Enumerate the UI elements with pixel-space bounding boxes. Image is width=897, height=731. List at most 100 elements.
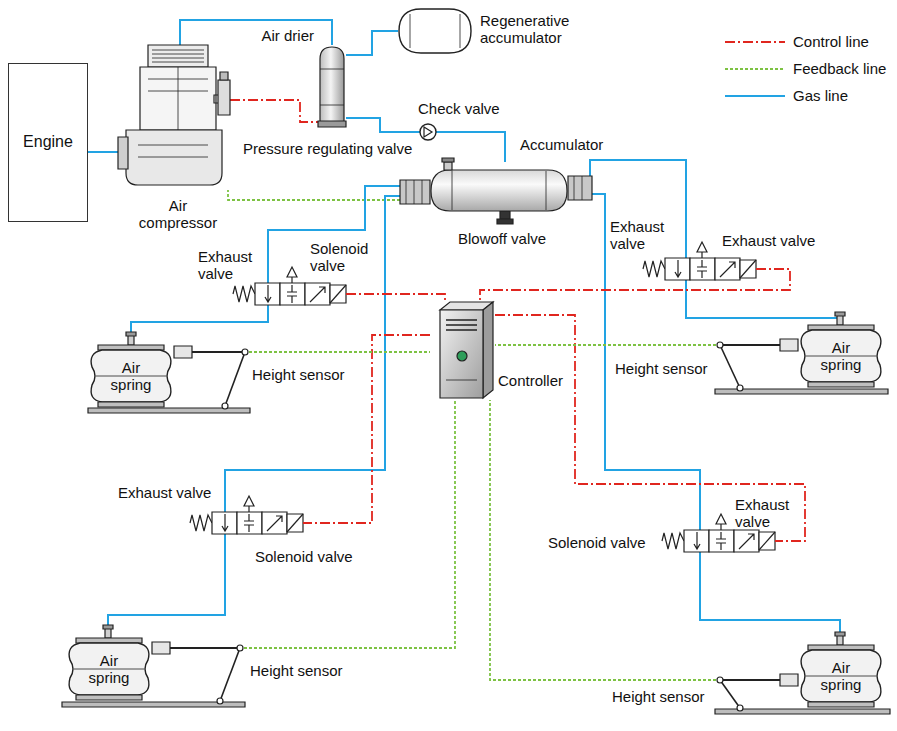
- server-front: [440, 310, 483, 398]
- tank-shell: [431, 170, 567, 211]
- node-text: Air spring: [81, 652, 137, 687]
- part-label: Controller: [498, 372, 563, 389]
- blocked-port: [697, 260, 707, 278]
- gas-line: [568, 194, 840, 645]
- manifold-detail: [574, 176, 582, 200]
- fitting-nut: [126, 332, 136, 336]
- air-compressor-outline: [118, 45, 235, 190]
- control-line: [230, 100, 318, 122]
- part-label: Blowoff valve: [458, 230, 546, 247]
- part-label: Height sensor: [615, 360, 708, 377]
- cooling-fin: [152, 54, 204, 55]
- valve-return-spring: [190, 515, 212, 531]
- air-spring: Air spring: [90, 345, 172, 407]
- part-label: Height sensor: [250, 662, 343, 679]
- part-label: Air drier: [252, 27, 314, 44]
- spring-top-plate: [808, 325, 874, 330]
- part-label: Exhaust valve: [735, 496, 795, 531]
- height-sensor-body: [152, 642, 170, 654]
- part-label: Height sensor: [612, 688, 705, 705]
- spring-bottom-plate: [98, 402, 164, 407]
- feedback-line: [490, 400, 716, 680]
- valve-position-cell: [709, 530, 734, 552]
- part-label: Solenoid valve: [255, 548, 353, 565]
- fitting-nut: [835, 632, 845, 636]
- engine-box: Engine: [8, 63, 88, 222]
- blocked-port: [287, 285, 297, 303]
- legend-line-sample: [725, 68, 785, 70]
- solenoid-actuator: [287, 514, 303, 532]
- shell-seam: [410, 14, 460, 48]
- sensor-joint: [717, 342, 723, 348]
- drier-band: [320, 69, 344, 105]
- legend-text: Control line: [793, 33, 869, 50]
- tank-fitting: [444, 162, 452, 170]
- drier-canister: [320, 47, 344, 123]
- flow-arrow: [267, 516, 282, 531]
- crankcase: [126, 130, 222, 185]
- sensor-link: [225, 352, 245, 406]
- flow-arrow: [265, 285, 271, 302]
- flow-arrow: [222, 514, 228, 531]
- sensor-joint: [217, 698, 223, 704]
- part-label: Pressure regulating valve: [243, 140, 412, 157]
- spring-bellows: [801, 650, 881, 702]
- node-text: Air spring: [103, 359, 159, 394]
- valve-position-cell: [305, 283, 330, 305]
- control-line: [480, 269, 790, 300]
- gas-line: [108, 196, 430, 638]
- flow-arrow: [694, 532, 700, 549]
- sensor-joint: [222, 403, 228, 409]
- exhaust-port: [716, 514, 726, 530]
- legend-line-sample: [725, 95, 785, 97]
- part-label: Height sensor: [252, 366, 345, 383]
- manifold: [400, 180, 430, 204]
- valve-return-spring: [233, 286, 255, 302]
- air-spring: Air spring: [68, 638, 150, 700]
- blocked-port: [244, 514, 254, 532]
- height-sensor-body: [780, 339, 798, 351]
- check-valve-outline: [420, 124, 436, 140]
- legend-text: Feedback line: [793, 60, 886, 77]
- air-drier-outline: [318, 45, 346, 127]
- flow-arrow: [310, 287, 325, 302]
- part-label: Check valve: [418, 100, 500, 117]
- valve-position-cell: [690, 258, 715, 280]
- feedback-line: [495, 344, 716, 346]
- sensor-joint: [737, 385, 743, 391]
- solenoid-coil: [287, 514, 303, 532]
- spring-top-plate: [76, 638, 142, 643]
- pressure-regulating-valve: [218, 80, 230, 115]
- fitting-nut: [835, 312, 845, 316]
- height-sensor-body: [780, 674, 798, 686]
- controller-outline: [430, 300, 495, 400]
- node-text: Engine: [23, 133, 73, 151]
- spring-top-plate: [98, 345, 164, 350]
- spring-top-plate: [808, 645, 874, 650]
- server-side: [483, 302, 493, 398]
- sensor-joint: [242, 349, 248, 355]
- solenoid-coil: [759, 532, 775, 550]
- gas-line: [180, 20, 332, 45]
- sensor-link: [720, 680, 740, 708]
- legend-sample: [725, 89, 785, 103]
- regenerative-accumulator: Regenerative accumulator: [398, 8, 472, 54]
- compressor-detail: [148, 67, 208, 130]
- control-line: [495, 315, 805, 541]
- status-light: [457, 351, 467, 361]
- sensor-joint: [237, 645, 243, 651]
- air-spring: Air spring: [800, 325, 882, 387]
- check-valve-seat: [424, 127, 432, 137]
- fitting-nut: [103, 625, 113, 629]
- sensor-joint: [737, 705, 743, 711]
- cooling-fin: [152, 62, 204, 63]
- gas-line: [346, 118, 420, 132]
- flow-arrow: [675, 260, 681, 277]
- part-label: Air compressor: [133, 197, 223, 232]
- blowoff-valve: [497, 219, 513, 224]
- flow-arrow: [720, 262, 735, 277]
- valve-position-cell: [684, 530, 709, 552]
- valve-return-spring: [643, 261, 665, 277]
- valve-position-cell: [715, 258, 740, 280]
- valve-position-cell: [262, 512, 287, 534]
